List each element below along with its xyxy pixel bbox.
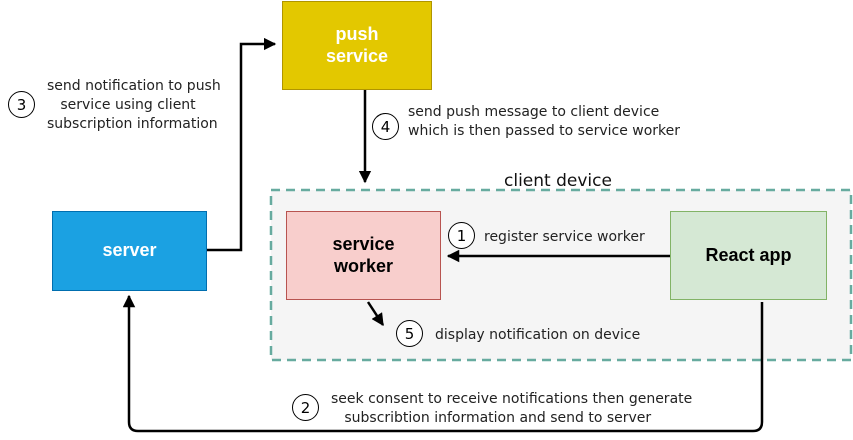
react-app-label: React app	[705, 244, 792, 265]
arrow-react-app-to-server	[122, 294, 764, 433]
arrow-server-to-push-service	[207, 37, 277, 252]
step-4-label: send push message to client device which…	[408, 104, 681, 139]
client-device-title: client device	[504, 171, 612, 191]
step-1-badge: 1	[448, 222, 475, 249]
step-2-badge: 2	[292, 394, 319, 421]
react-app-node: React app	[670, 211, 827, 300]
step-5-label: display notification on device	[435, 327, 641, 343]
push-service-node: push service	[282, 1, 432, 90]
server-label: server	[102, 240, 157, 261]
arrow-service-worker-to-notification	[366, 301, 385, 327]
step-4-badge: 4	[372, 113, 399, 140]
step-2-label: seek consent to receive notifications th…	[331, 391, 693, 426]
step-5-badge: 5	[396, 320, 423, 347]
step-1-label: register service worker	[484, 229, 645, 245]
server-node: server	[52, 211, 207, 291]
service-worker-node: service worker	[286, 211, 441, 300]
service-worker-label: service worker	[332, 233, 395, 276]
step-3-label: send notification to push service using …	[47, 78, 221, 132]
push-service-label: push service	[325, 23, 389, 66]
step-3-badge: 3	[8, 91, 35, 118]
